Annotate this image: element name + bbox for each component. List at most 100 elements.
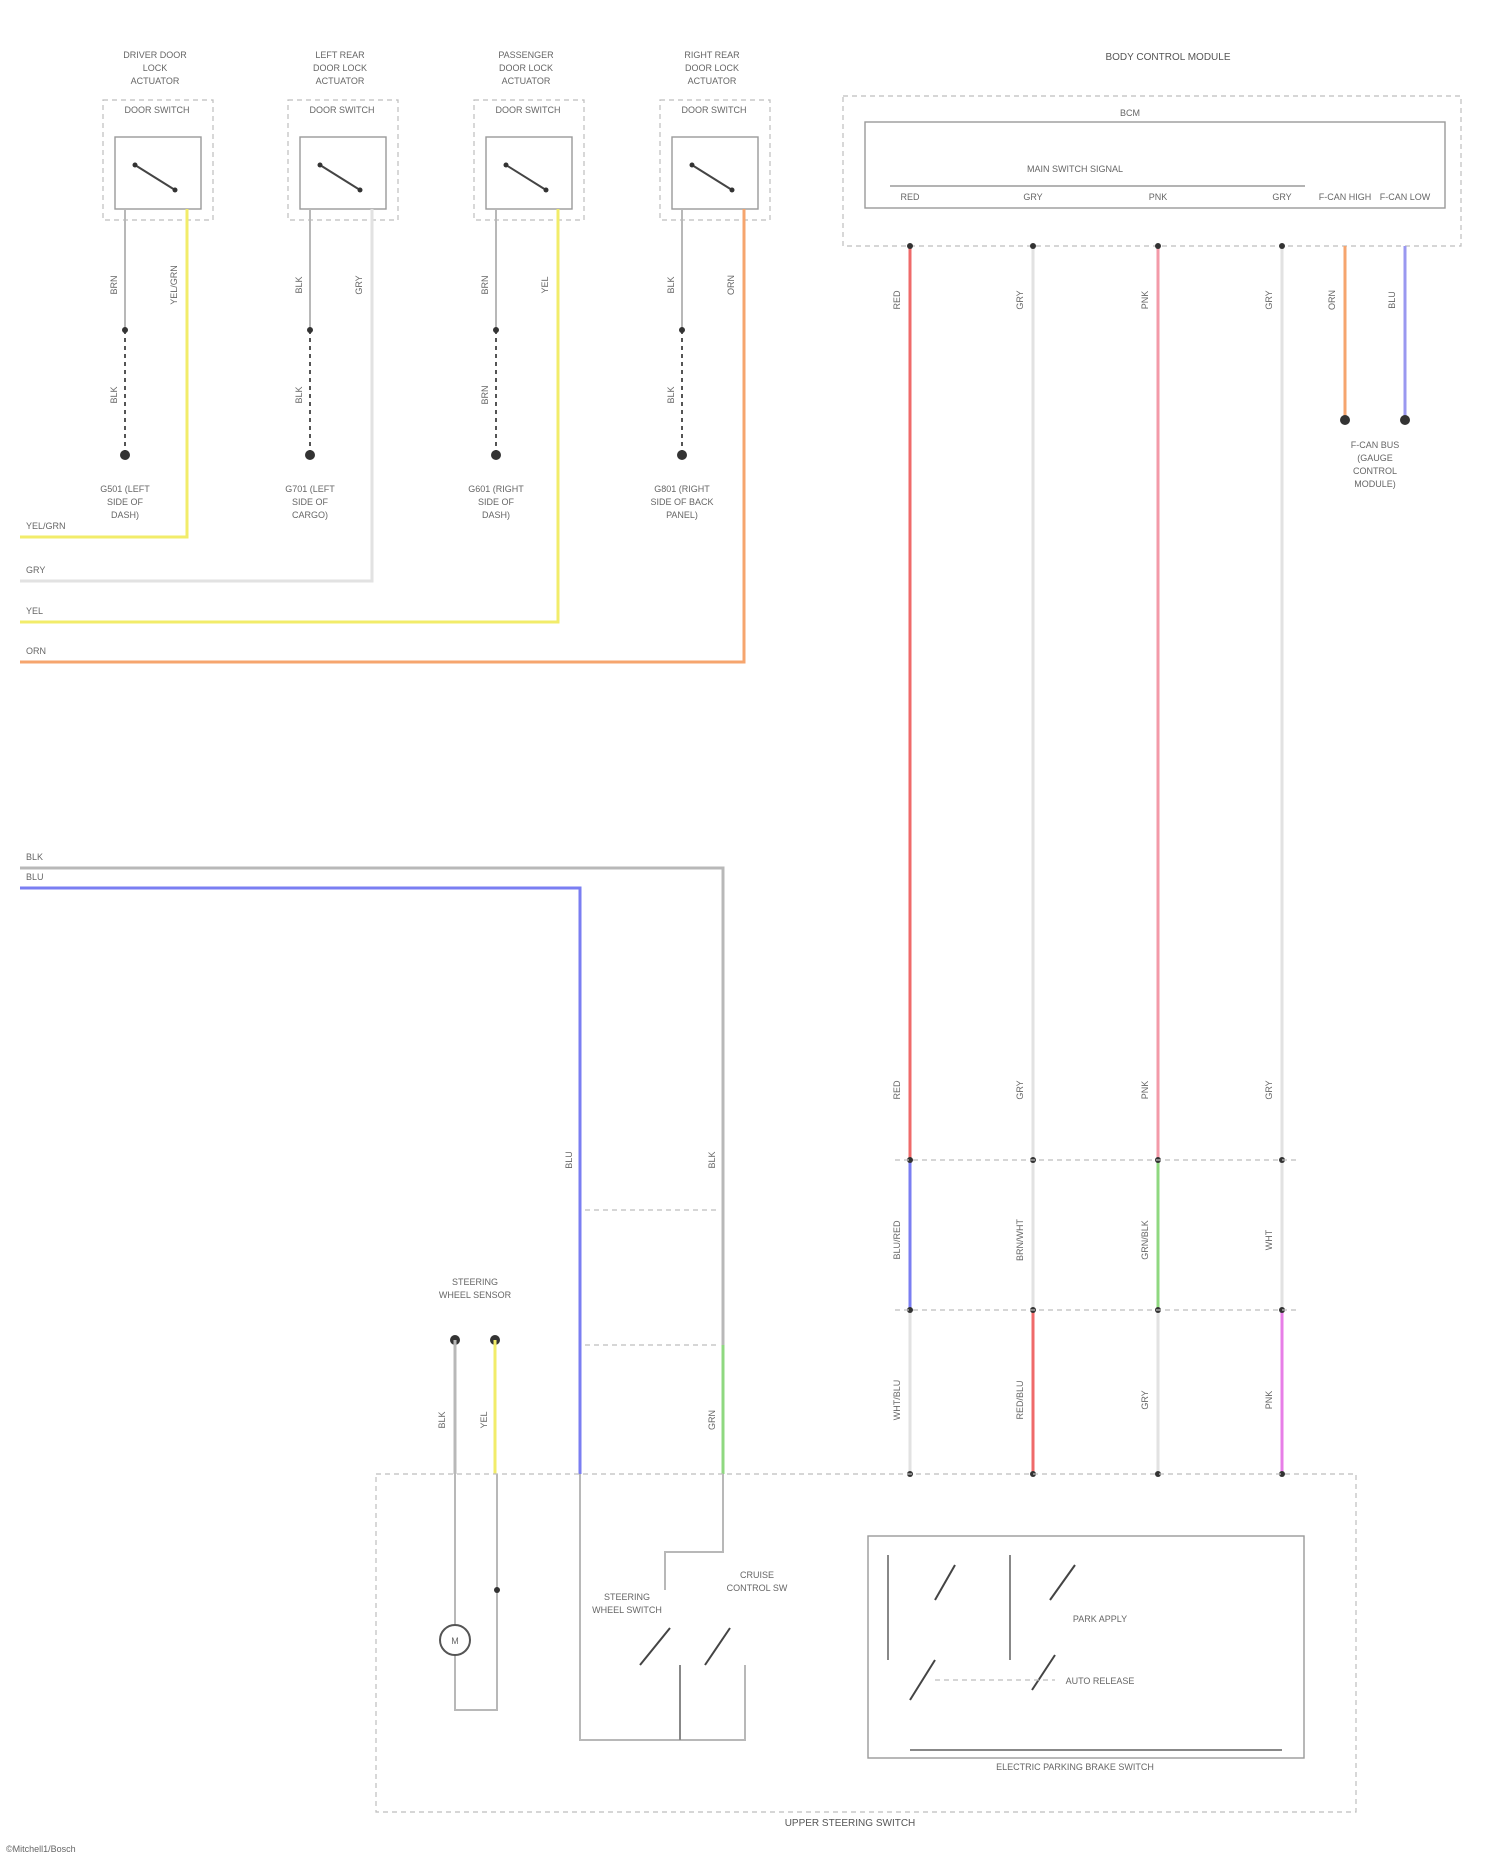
wire-label: YEL	[479, 1411, 489, 1428]
wire-label: GRN/BLK	[1140, 1220, 1150, 1260]
switch-pivot	[690, 163, 695, 168]
module-pin-label: GRY	[1023, 192, 1042, 202]
left-wire-label: YEL	[26, 606, 43, 616]
parking-brake-switch-label: ELECTRIC PARKING BRAKE SWITCH	[996, 1762, 1154, 1772]
pb-switch-contact	[1032, 1655, 1055, 1690]
switch-pivot	[133, 163, 138, 168]
wire-label: BLU/RED	[892, 1220, 902, 1260]
module-pins: REDGRYPNKGRYF-CAN HIGHF-CAN LOW	[900, 192, 1430, 202]
auto-release-label: AUTO RELEASE	[1066, 1676, 1135, 1686]
pin-terminal	[1279, 243, 1285, 249]
actuator-right-wire	[20, 209, 372, 581]
park-apply-label: PARK APPLY	[1073, 1614, 1127, 1624]
can-destination: F-CAN BUS	[1351, 440, 1400, 450]
wire-label: WHT	[1264, 1229, 1274, 1250]
actuator-dashed-box	[288, 100, 398, 220]
left-wire-label: BLK	[26, 852, 43, 862]
left-wire-bundle: YEL/GRNGRYYELORN	[26, 521, 66, 656]
switch-terminal	[358, 188, 363, 193]
actuator-right-wire	[20, 209, 558, 622]
door-switch-box	[672, 137, 758, 209]
door-switch-box	[115, 137, 201, 209]
module-pin-label: RED	[900, 192, 920, 202]
actuator-title: ACTUATOR	[316, 76, 365, 86]
footer-credit: ©Mitchell1/Bosch	[6, 1844, 76, 1854]
splice-point	[679, 327, 685, 333]
steering-switch-label: WHEEL SWITCH	[592, 1605, 662, 1615]
ground-point	[491, 450, 501, 460]
module-wires: REDREDBLU/REDWHT/BLUGRYGRYBRN/WHTRED/BLU…	[892, 243, 1300, 1477]
can-endpoint	[1340, 415, 1350, 425]
switch-terminal	[730, 188, 735, 193]
wire-label: BRN	[480, 385, 490, 404]
actuator-title: LOCK	[143, 63, 168, 73]
module-pin-label: F-CAN LOW	[1380, 192, 1431, 202]
wire-label: GRY	[354, 275, 364, 294]
actuator-title: ACTUATOR	[502, 76, 551, 86]
module-wire: GRYGRYWHTPNK	[1264, 243, 1285, 1477]
module-inner-label: MAIN SWITCH SIGNAL	[1027, 164, 1123, 174]
left-wire-label: ORN	[26, 646, 46, 656]
actuator-inner-label: DOOR SWITCH	[682, 105, 747, 115]
module-pin-label: F-CAN HIGH	[1319, 192, 1372, 202]
wire-label: GRY	[1264, 1080, 1274, 1099]
wire-label: BLK	[294, 386, 304, 403]
actuator-title: ACTUATOR	[131, 76, 180, 86]
ground-point	[677, 450, 687, 460]
actuator-inner-label: DOOR SWITCH	[310, 105, 375, 115]
ground-label: SIDE OF	[107, 497, 144, 507]
wire-label: ORN	[726, 275, 736, 295]
left-wire-label: YEL/GRN	[26, 521, 66, 531]
ground-point	[120, 450, 130, 460]
door-actuators: DRIVER DOOR LOCK ACTUATOR DOOR SWITCH BRN BLK…	[20, 50, 770, 662]
can-destination: (GAUGE	[1357, 453, 1393, 463]
pin-terminal	[907, 243, 913, 249]
ground-label: SIDE OF	[478, 497, 515, 507]
can-endpoint	[1400, 415, 1410, 425]
actuator-title: PASSENGER	[498, 50, 554, 60]
steering-sensor-title: STEERING	[452, 1277, 498, 1287]
switch-contact	[692, 165, 732, 190]
cruise-switch-contact	[705, 1628, 730, 1665]
horn-symbol: M	[451, 1636, 459, 1646]
ground-label: CARGO)	[292, 510, 328, 520]
actuator-dashed-box	[474, 100, 584, 220]
splice-point	[307, 327, 313, 333]
actuator-title: LEFT REAR	[315, 50, 365, 60]
wire-label: BLK	[666, 386, 676, 403]
wire-label: GRN	[707, 1410, 717, 1430]
wire-label: BLU	[564, 1151, 574, 1169]
actuator-inner-label: DOOR SWITCH	[125, 105, 190, 115]
ground-label: G801 (RIGHT	[654, 484, 710, 494]
wire-label: BLK	[666, 276, 676, 293]
cruise-switch-label: CRUISE	[740, 1570, 774, 1580]
wire-label: PNK	[1140, 291, 1150, 310]
steering-switch-label: STEERING	[604, 1592, 650, 1602]
wire-label: RED	[892, 1080, 902, 1100]
black-wire	[20, 868, 723, 1474]
wire-label: BLK	[294, 276, 304, 293]
pin-terminal	[1030, 243, 1036, 249]
actuator-title: DOOR LOCK	[685, 63, 739, 73]
actuator-title: DRIVER DOOR	[123, 50, 187, 60]
switch-contact	[506, 165, 546, 190]
wire-label: RED/BLU	[1015, 1380, 1025, 1419]
wire-label: BLK	[109, 386, 119, 403]
module-outer-box	[843, 96, 1461, 246]
pin-terminal	[1155, 243, 1161, 249]
ground-label: SIDE OF BACK	[650, 497, 713, 507]
wire-label: BLK	[707, 1151, 717, 1168]
actuator-dashed-box	[103, 100, 213, 220]
wire-label: BRN	[109, 275, 119, 294]
left-wire-label: BLU	[26, 872, 44, 882]
switch-pivot	[504, 163, 509, 168]
wire-label: GRY	[1015, 1080, 1025, 1099]
ground-label: G601 (RIGHT	[468, 484, 524, 494]
splice-point	[122, 327, 128, 333]
splice-point	[493, 327, 499, 333]
steering-switch-contact	[640, 1628, 670, 1665]
